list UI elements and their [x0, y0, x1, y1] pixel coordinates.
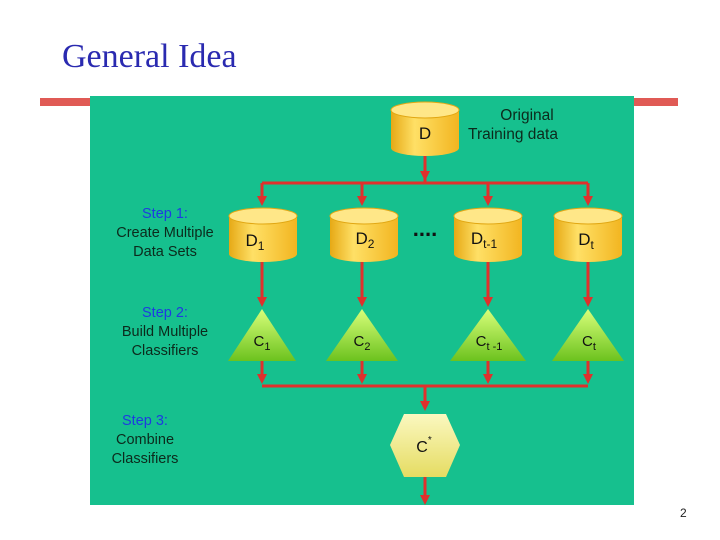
- svg-text:C2: C2: [354, 333, 371, 353]
- combined-classifier-base: C: [416, 439, 428, 456]
- dataset-cylinder-t-1: Dt-1: [453, 207, 523, 262]
- dataset-t-1-sub: t-1: [483, 237, 497, 251]
- svg-text:Dt: Dt: [578, 230, 594, 252]
- svg-text:C*: C*: [416, 435, 432, 456]
- svg-text:D1: D1: [246, 231, 265, 253]
- step-3-line1: Combine: [115, 432, 175, 448]
- combined-classifier-hexagon: C*: [390, 414, 460, 477]
- step-2-label: Step 2: Build Multiple Classifiers: [100, 304, 230, 361]
- classifier-t-base: C: [582, 333, 593, 350]
- classifier-triangle-2: C2: [326, 309, 398, 361]
- step-2-line1: Build Multiple: [121, 324, 209, 340]
- classifier-1-base: C: [254, 333, 265, 350]
- classifier-1-sub: 1: [264, 341, 270, 353]
- original-caption-line1: Original: [500, 107, 553, 124]
- step-1-label: Step 1: Create Multiple Data Sets: [100, 205, 230, 262]
- dataset-t-base: D: [578, 230, 590, 249]
- classifier-t-1-base: C: [476, 333, 487, 350]
- dataset-1-base: D: [246, 231, 258, 250]
- classifier-triangle-1: C1: [228, 309, 296, 361]
- dataset-t-1-base: D: [471, 229, 483, 248]
- combined-classifier-sup: *: [428, 435, 432, 446]
- classifier-t-1-sub: t -1: [486, 341, 502, 353]
- dataset-1-sub: 1: [258, 239, 265, 253]
- original-data-label: D: [419, 124, 431, 143]
- slide-title: General Idea: [62, 38, 237, 75]
- dataset-2-sub: 2: [368, 237, 375, 251]
- step-1-title: Step 1:: [142, 206, 188, 222]
- classifier-2-sub: 2: [364, 341, 370, 353]
- classifier-t-sub: t: [593, 341, 596, 353]
- svg-text:Dt-1: Dt-1: [471, 229, 498, 251]
- classifier-2-base: C: [354, 333, 365, 350]
- page-number: 2: [680, 506, 687, 520]
- step-2-line2: Classifiers: [131, 343, 199, 359]
- svg-text:C1: C1: [254, 333, 271, 353]
- original-data-cylinder: D: [390, 101, 460, 156]
- datasets-ellipsis: ....: [413, 216, 437, 241]
- step-1-line1: Create Multiple: [116, 225, 214, 241]
- dataset-cylinder-1: D1: [228, 207, 298, 262]
- step-3-label: Step 3: Combine Classifiers: [100, 412, 190, 469]
- step-2-title: Step 2:: [142, 305, 188, 321]
- svg-text:Ct: Ct: [582, 333, 596, 353]
- svg-text:Ct -1: Ct -1: [476, 333, 503, 353]
- original-caption-line2: Training data: [468, 126, 558, 143]
- dataset-cylinder-t: Dt: [553, 207, 623, 262]
- dataset-cylinder-2: D2: [329, 207, 399, 262]
- dataset-2-base: D: [356, 229, 368, 248]
- step-3-title: Step 3:: [122, 413, 168, 429]
- step-1-line2: Data Sets: [133, 244, 197, 260]
- svg-text:D2: D2: [356, 229, 375, 251]
- classifier-triangle-t-1: Ct -1: [450, 309, 526, 361]
- dataset-t-sub: t: [590, 238, 594, 252]
- classifier-triangle-t: Ct: [552, 309, 624, 361]
- connector-lines: [257, 156, 593, 505]
- step-3-line2: Classifiers: [111, 451, 179, 467]
